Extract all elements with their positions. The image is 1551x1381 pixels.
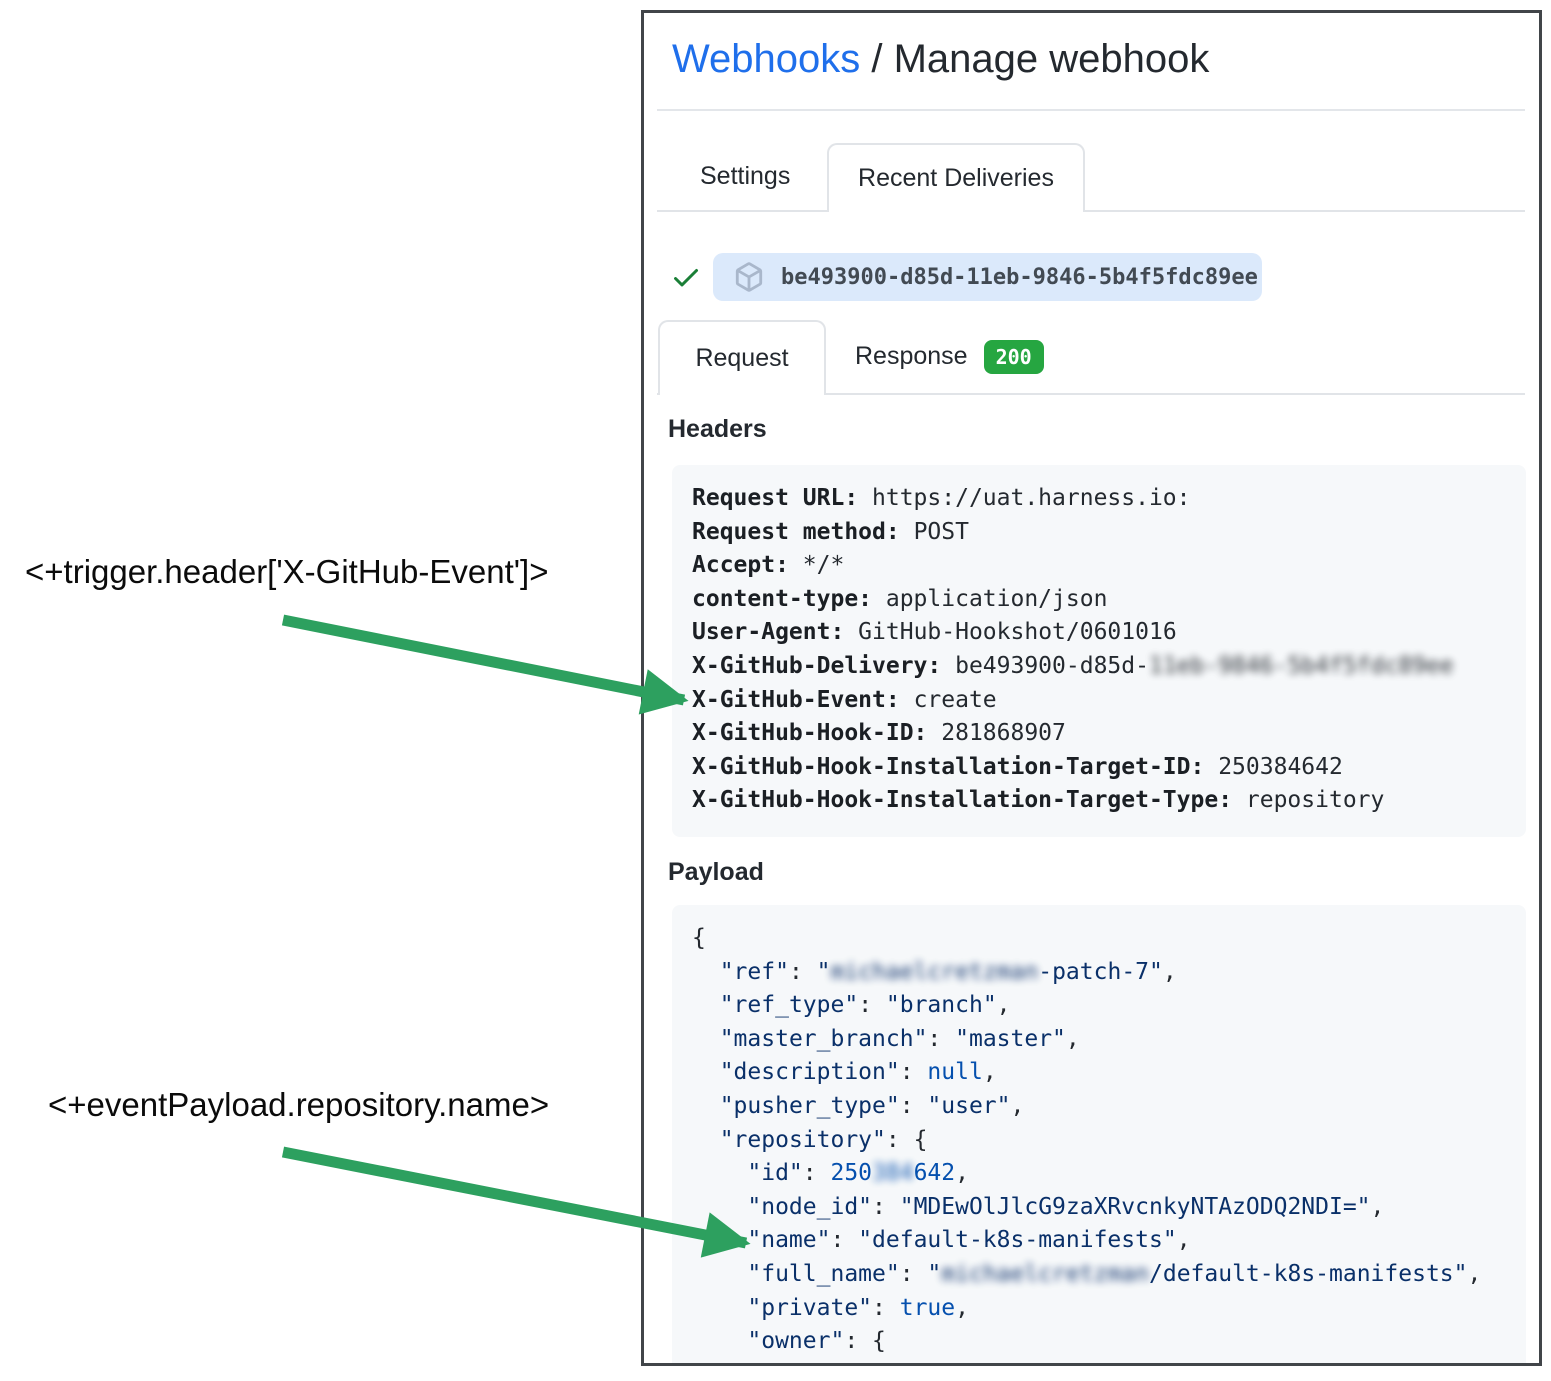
tab-request[interactable]: Request xyxy=(658,320,826,395)
arrow-to-x-github-event xyxy=(281,614,689,715)
code-line: X-GitHub-Hook-Installation-Target-Type: … xyxy=(692,787,1385,814)
code-line: { xyxy=(692,925,706,951)
delivery-guid: be493900-d85d-11eb-9846-5b4f5fdc89ee xyxy=(781,264,1258,290)
code-line: "node_id": "MDEwOlJlcG9zaXRvcnkyNTAzODQ2… xyxy=(747,1193,1385,1220)
code-line: "pusher_type": "user", xyxy=(719,1092,1025,1119)
tab-response[interactable]: Response 200 xyxy=(855,320,1044,393)
code-line: Request URL: https://uat.harness.io: xyxy=(692,485,1191,511)
code-line: "id": 250384642, xyxy=(747,1160,969,1187)
annotation-trigger-header-expression: <+trigger.header['X-GitHub-Event']> xyxy=(25,553,549,590)
title-divider xyxy=(657,109,1525,111)
code-line: User-Agent: GitHub-Hookshot/0601016 xyxy=(692,619,1177,646)
code-line: "full_name": "michaelcretzman/default-k8… xyxy=(747,1260,1482,1287)
code-line: "ref": "michaelcretzman-patch-7", xyxy=(719,958,1177,985)
request-response-tabbar: Request Response 200 xyxy=(657,320,1525,395)
code-line: "private": true, xyxy=(747,1294,969,1321)
headers-code-block: Request URL: https://uat.harness.io: Requ… xyxy=(672,465,1526,837)
annotation-event-payload-expression: <+eventPayload.repository.name> xyxy=(48,1086,550,1123)
tab-recent-deliveries[interactable]: Recent Deliveries xyxy=(827,143,1085,212)
headers-heading: Headers xyxy=(668,415,767,443)
code-line: "master_branch": "master", xyxy=(719,1025,1080,1052)
breadcrumb-separator: / xyxy=(860,37,894,81)
code-line: Accept: */* xyxy=(692,552,845,579)
deliveries-tabbar: Settings Recent Deliveries xyxy=(657,143,1525,212)
tab-response-label: Response xyxy=(855,342,968,370)
delivery-guid-pill[interactable]: be493900-d85d-11eb-9846-5b4f5fdc89ee xyxy=(713,253,1262,301)
tab-settings[interactable]: Settings xyxy=(700,162,791,190)
payload-heading: Payload xyxy=(668,858,764,886)
page-title: Webhooks / Manage webhook xyxy=(672,35,1209,83)
code-line: X-GitHub-Hook-Installation-Target-ID: 25… xyxy=(692,753,1343,780)
page-title-text: Manage webhook xyxy=(893,37,1210,81)
code-line: "owner": { xyxy=(747,1328,886,1355)
code-line: "ref_type": "branch", xyxy=(719,992,1011,1019)
check-icon xyxy=(674,269,698,287)
code-line: X-GitHub-Delivery: be493900-d85d-11eb-98… xyxy=(692,652,1454,679)
response-status-badge: 200 xyxy=(983,339,1044,374)
code-line: "description": null, xyxy=(719,1059,997,1086)
webhook-panel: Webhooks / Manage webhook Settings Recen… xyxy=(641,10,1542,1366)
payload-code-block: { "ref": "michaelcretzman-patch-7", "ref… xyxy=(672,905,1526,1363)
code-line: X-GitHub-Event: create xyxy=(692,686,997,713)
breadcrumb-webhooks-link[interactable]: Webhooks xyxy=(672,37,861,81)
code-line: Request method: POST xyxy=(692,518,969,545)
code-line: content-type: application/json xyxy=(692,585,1108,612)
code-line: "name": "default-k8s-manifests", xyxy=(747,1227,1191,1254)
package-icon xyxy=(735,262,763,292)
code-line: X-GitHub-Hook-ID: 281868907 xyxy=(692,720,1066,747)
code-line: "repository": { xyxy=(719,1126,928,1153)
